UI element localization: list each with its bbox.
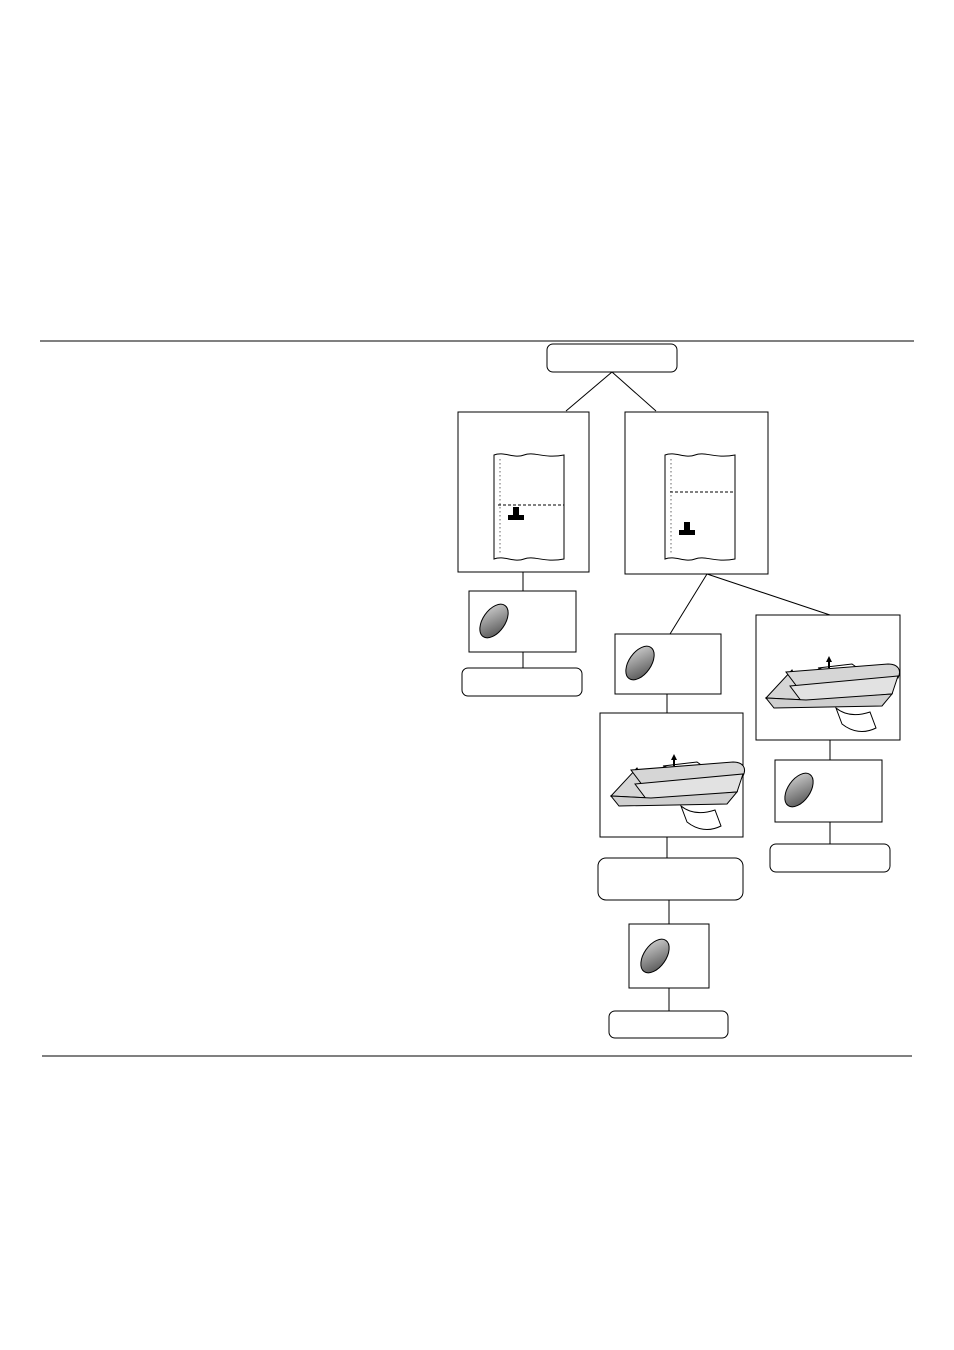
button-box-left	[468, 590, 577, 653]
top-label-box	[546, 343, 678, 373]
connector-lines	[522, 371, 831, 1011]
button-box-right-middle	[614, 633, 722, 695]
printer-frame-right	[755, 614, 901, 741]
result-box-left	[461, 667, 583, 697]
sheet-frame-right	[624, 411, 769, 575]
result-box-right-upper	[769, 843, 891, 873]
button-box-right-upper	[774, 759, 883, 823]
result-box-right-lower	[608, 1010, 729, 1039]
printer-frame-middle	[599, 712, 746, 838]
result-box-right-middle	[597, 857, 744, 901]
paper-sheet-icon	[493, 453, 565, 561]
button-box-right-lower	[628, 923, 710, 989]
paper-sheet-icon	[664, 453, 736, 561]
sheet-frame-left	[457, 411, 590, 573]
